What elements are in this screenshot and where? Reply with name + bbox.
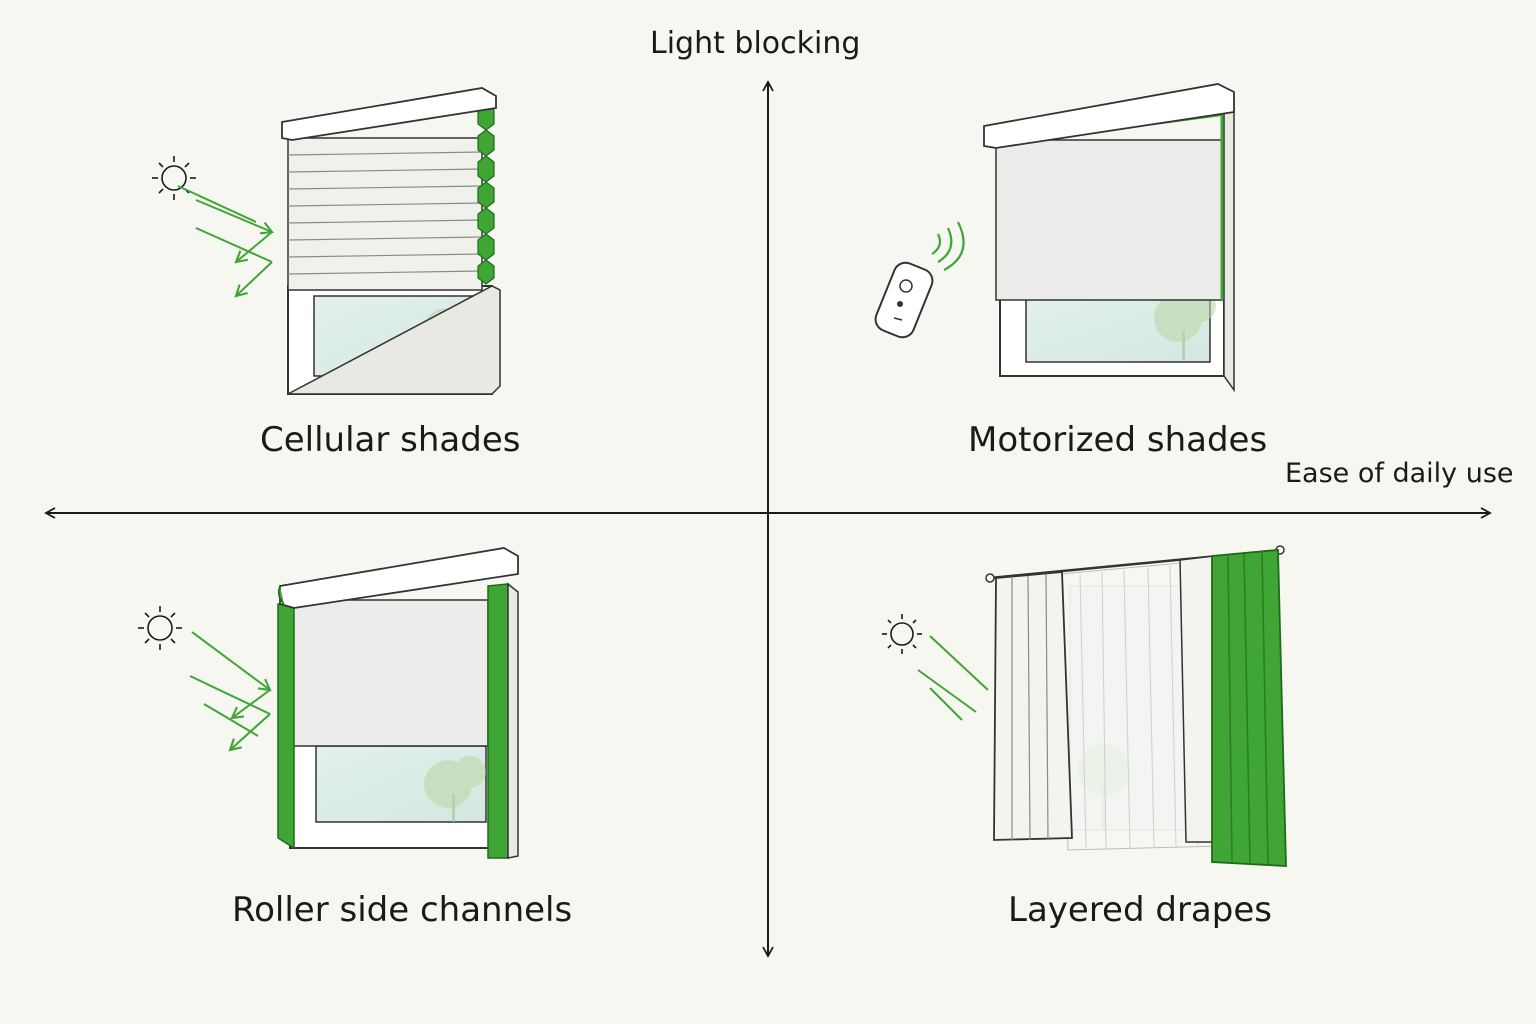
sun-icon (882, 614, 922, 654)
vertical-axis-label: Light blocking (650, 26, 861, 61)
quadrant-label-motorized-shades: Motorized shades (968, 420, 1268, 460)
tree-icon (424, 756, 486, 822)
sun-icon (152, 156, 196, 200)
roller-side-channels-illustration (277, 547, 519, 859)
signal-waves-icon (931, 221, 965, 271)
sun-icon (138, 606, 182, 650)
light-rays (917, 635, 989, 721)
light-rays (177, 185, 274, 298)
horizontal-axis-label: Ease of daily use (1285, 458, 1514, 489)
cellular-shade-illustration (281, 87, 501, 395)
quadrant-label-layered-drapes: Layered drapes (1008, 890, 1272, 930)
layered-drapes-illustration (985, 545, 1287, 867)
remote-icon (874, 261, 934, 339)
quadrant-label-cellular-shades: Cellular shades (260, 420, 521, 460)
quadrant-label-roller-side-channels: Roller side channels (232, 890, 573, 930)
light-rays (189, 631, 272, 752)
motorized-shade-illustration (983, 83, 1235, 393)
